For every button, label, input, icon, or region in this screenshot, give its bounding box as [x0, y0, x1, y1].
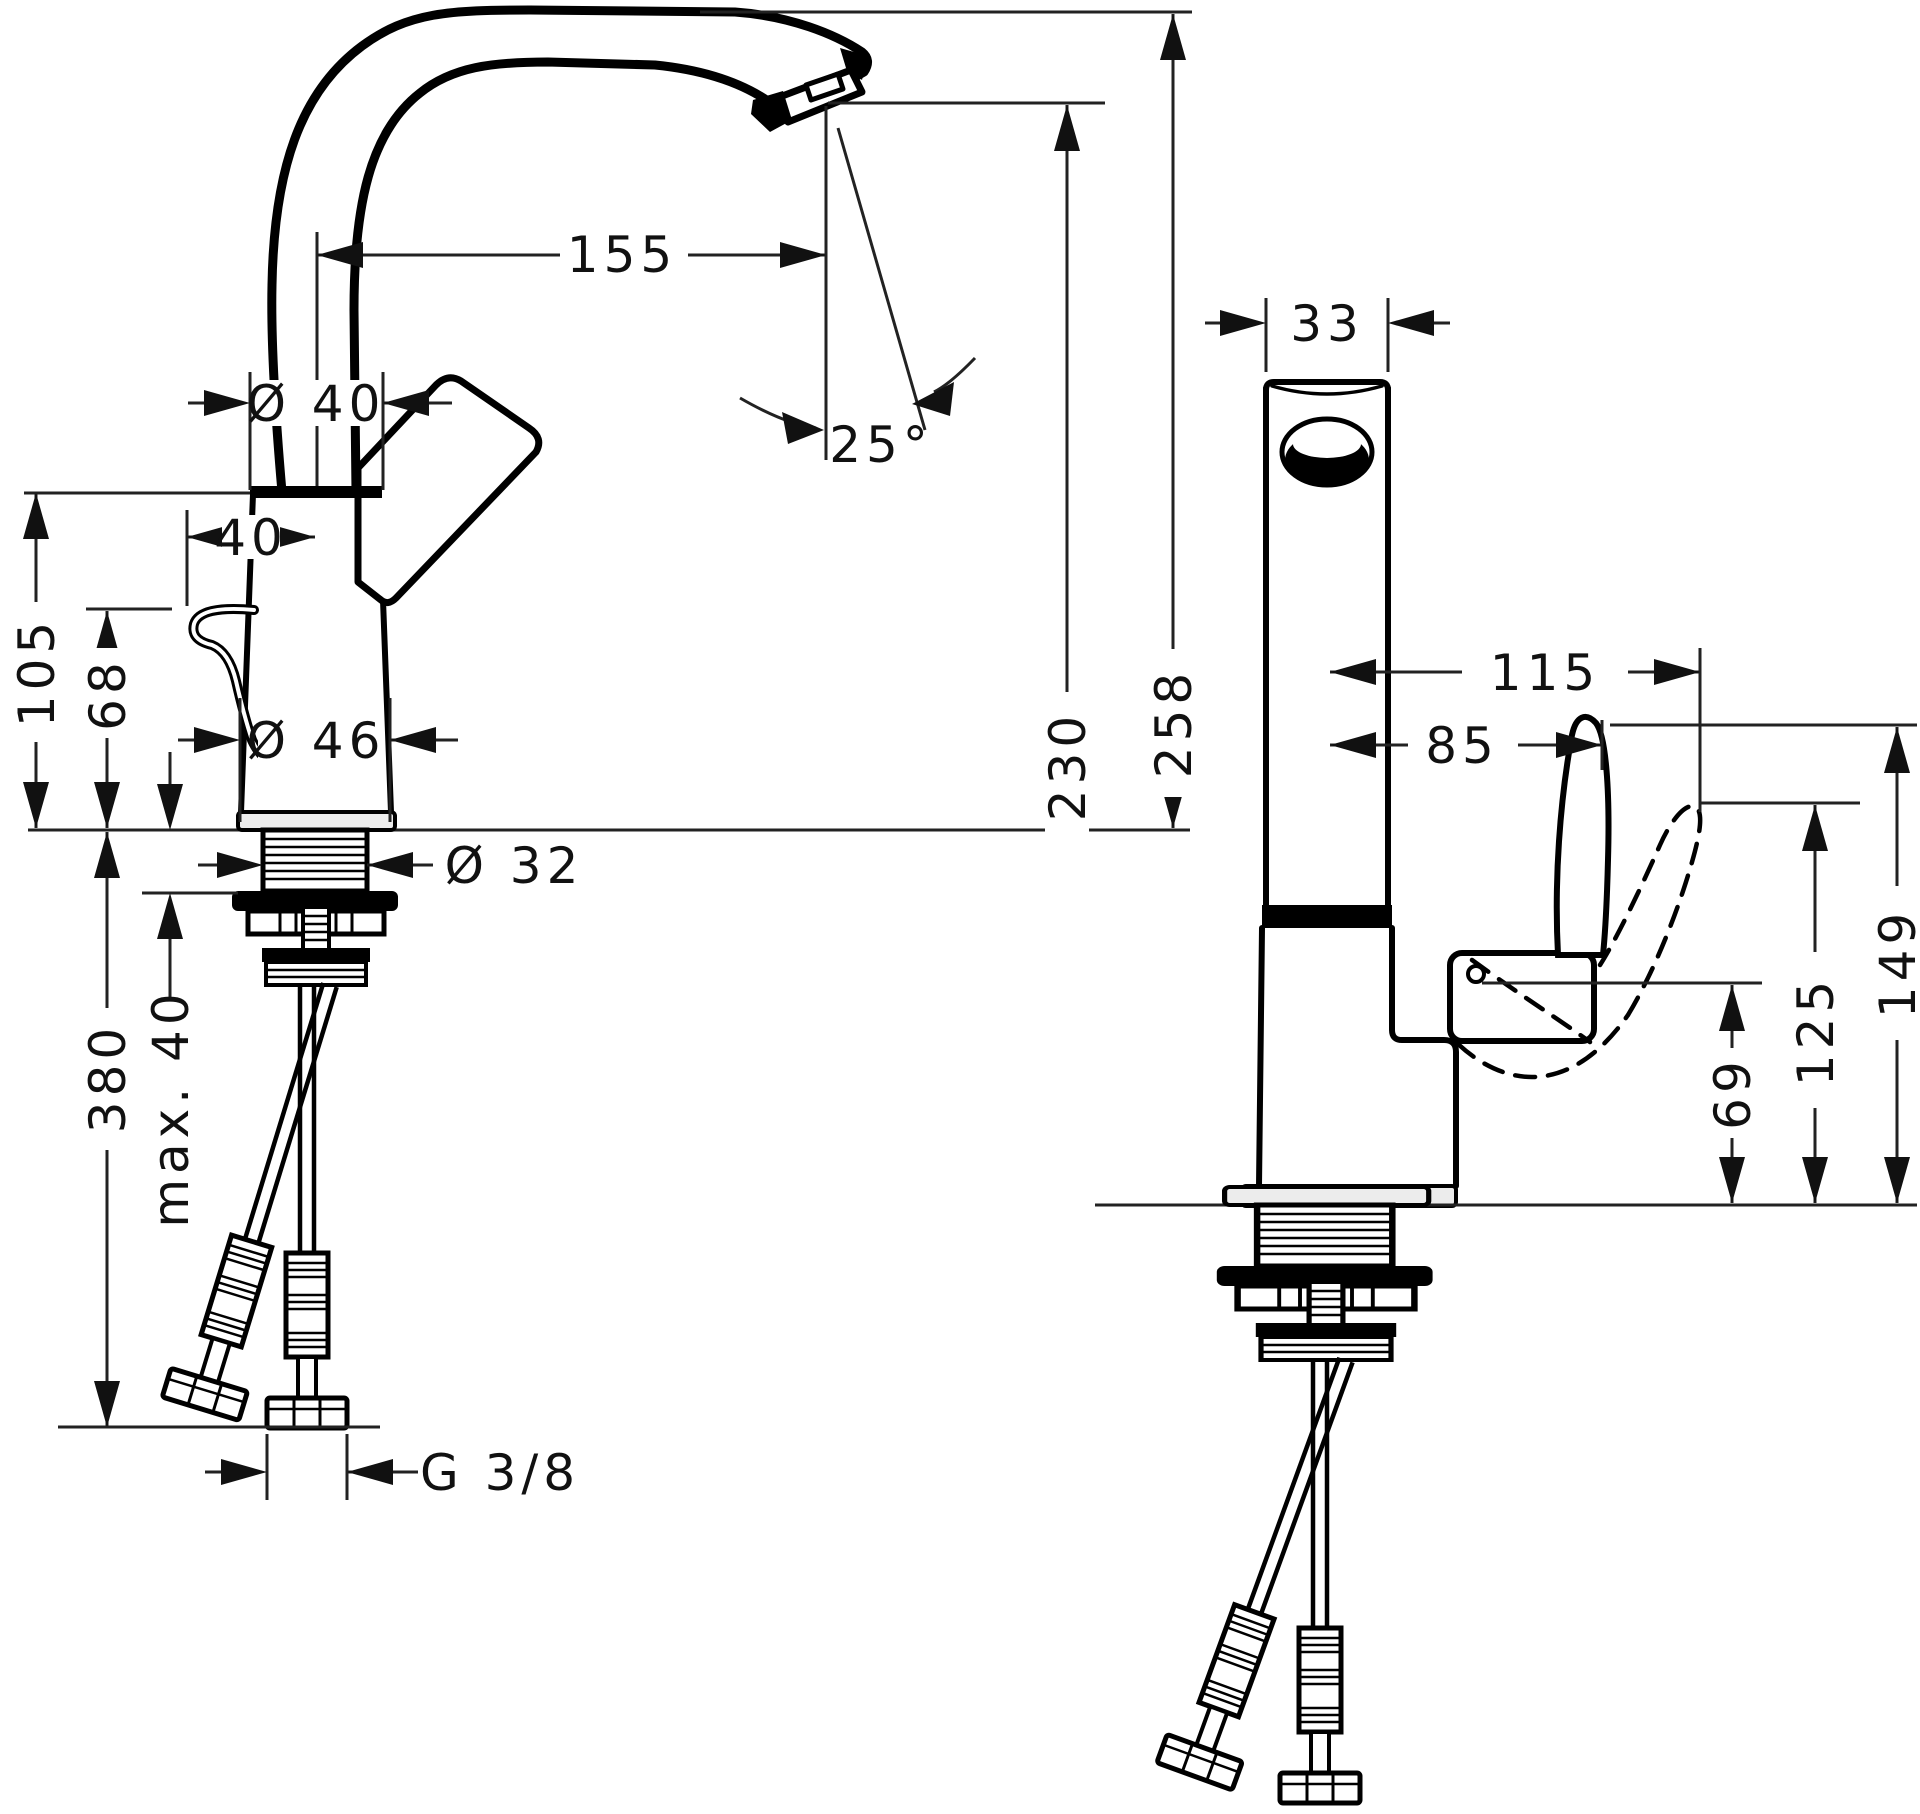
column-seam-front — [1262, 905, 1392, 928]
handle-blade-front — [1553, 713, 1612, 958]
spout-tip-cap — [840, 48, 868, 80]
dim-spout-angle-label: 25° — [829, 416, 933, 474]
aerator-lip — [751, 91, 792, 132]
dim-shank-diameter-label: Ø 32 — [445, 837, 584, 895]
dim-lever-offset-label: 40 — [214, 509, 288, 567]
dim-side-outlet-height: 68 — [79, 611, 137, 828]
handle-screw-detail — [1466, 964, 1486, 984]
faucet-body-front — [1240, 925, 1459, 1208]
dim-connection-thread: G 3/8 — [205, 1434, 580, 1502]
dim-handle-pivot-height-label: 69 — [1704, 1056, 1762, 1130]
spout-outer-profile — [267, 5, 872, 497]
dim-top-diameter: Ø 40 — [188, 372, 452, 490]
dim-body-height-label: 105 — [8, 617, 66, 727]
dim-spout-height: 230 — [1039, 105, 1097, 838]
mounting-hardware-side — [232, 812, 398, 985]
side-view: 155 25° 230 258 — [8, 5, 1203, 1502]
mounting-hardware-front — [1217, 1187, 1433, 1360]
spout-column-front — [1263, 379, 1391, 933]
dim-total-height: 258 — [1145, 14, 1203, 828]
spout-opening-outline — [1279, 416, 1375, 488]
dim-base-diameter-label: Ø 46 — [247, 712, 386, 770]
dim-shank-diameter: Ø 32 — [198, 837, 584, 895]
dim-handle-reach: 85 — [1330, 717, 1604, 775]
dim-handle-height-open-label: 125 — [1787, 976, 1845, 1086]
dim-lever-offset: 40 — [185, 509, 315, 606]
side-hook-detail — [188, 603, 269, 762]
handle-lever-side — [354, 374, 543, 607]
dim-handle-height-label: 149 — [1869, 908, 1920, 1018]
handle-open-position-dashed — [1455, 804, 1703, 1080]
dim-hose-length-label: 380 — [79, 1023, 137, 1133]
spout-inner-profile — [349, 57, 773, 497]
column-top-rim — [1270, 384, 1384, 396]
dim-connection-thread-label: G 3/8 — [420, 1444, 580, 1502]
dim-body-height: 105 — [8, 493, 66, 828]
handle-front — [1447, 713, 1612, 1044]
dim-handle-reach-open: 115 — [1330, 644, 1702, 812]
dim-handle-pivot-height: 69 — [1704, 985, 1762, 1203]
supply-hose-straight-front — [1280, 1360, 1360, 1803]
dim-spout-reach: 155 — [317, 106, 828, 460]
dim-spout-height-label: 230 — [1039, 711, 1097, 821]
dim-spout-reach-label: 155 — [567, 226, 677, 284]
supply-hose-angled-front — [1157, 1346, 1384, 1790]
dim-max-counter-thickness-label: max. 40 — [142, 988, 200, 1227]
supply-hose-straight-side — [267, 985, 347, 1428]
dim-handle-reach-open-label: 115 — [1490, 644, 1600, 702]
spout-side — [267, 5, 872, 497]
dim-side-outlet-height-label: 68 — [79, 657, 137, 731]
dim-base-diameter: Ø 46 — [178, 698, 458, 822]
dim-spout-width-label: 33 — [1290, 295, 1364, 353]
dim-handle-reach-label: 85 — [1425, 717, 1499, 775]
dim-total-height-label: 258 — [1145, 668, 1203, 778]
dim-hose-length: 380 — [79, 832, 137, 1427]
spout-opening-lip — [1293, 430, 1361, 458]
dim-spout-angle: 25° — [739, 127, 977, 474]
dim-handle-height: 149 — [1869, 727, 1920, 1203]
dim-handle-height-open: 125 — [1787, 805, 1845, 1203]
front-view: 33 115 85 149 — [1095, 295, 1920, 1803]
aerator-insert — [803, 71, 846, 103]
dim-spout-width: 33 — [1205, 295, 1450, 372]
dim-top-diameter-label: Ø 40 — [247, 375, 386, 433]
dim-max-counter-thickness: max. 40 — [142, 752, 200, 1228]
